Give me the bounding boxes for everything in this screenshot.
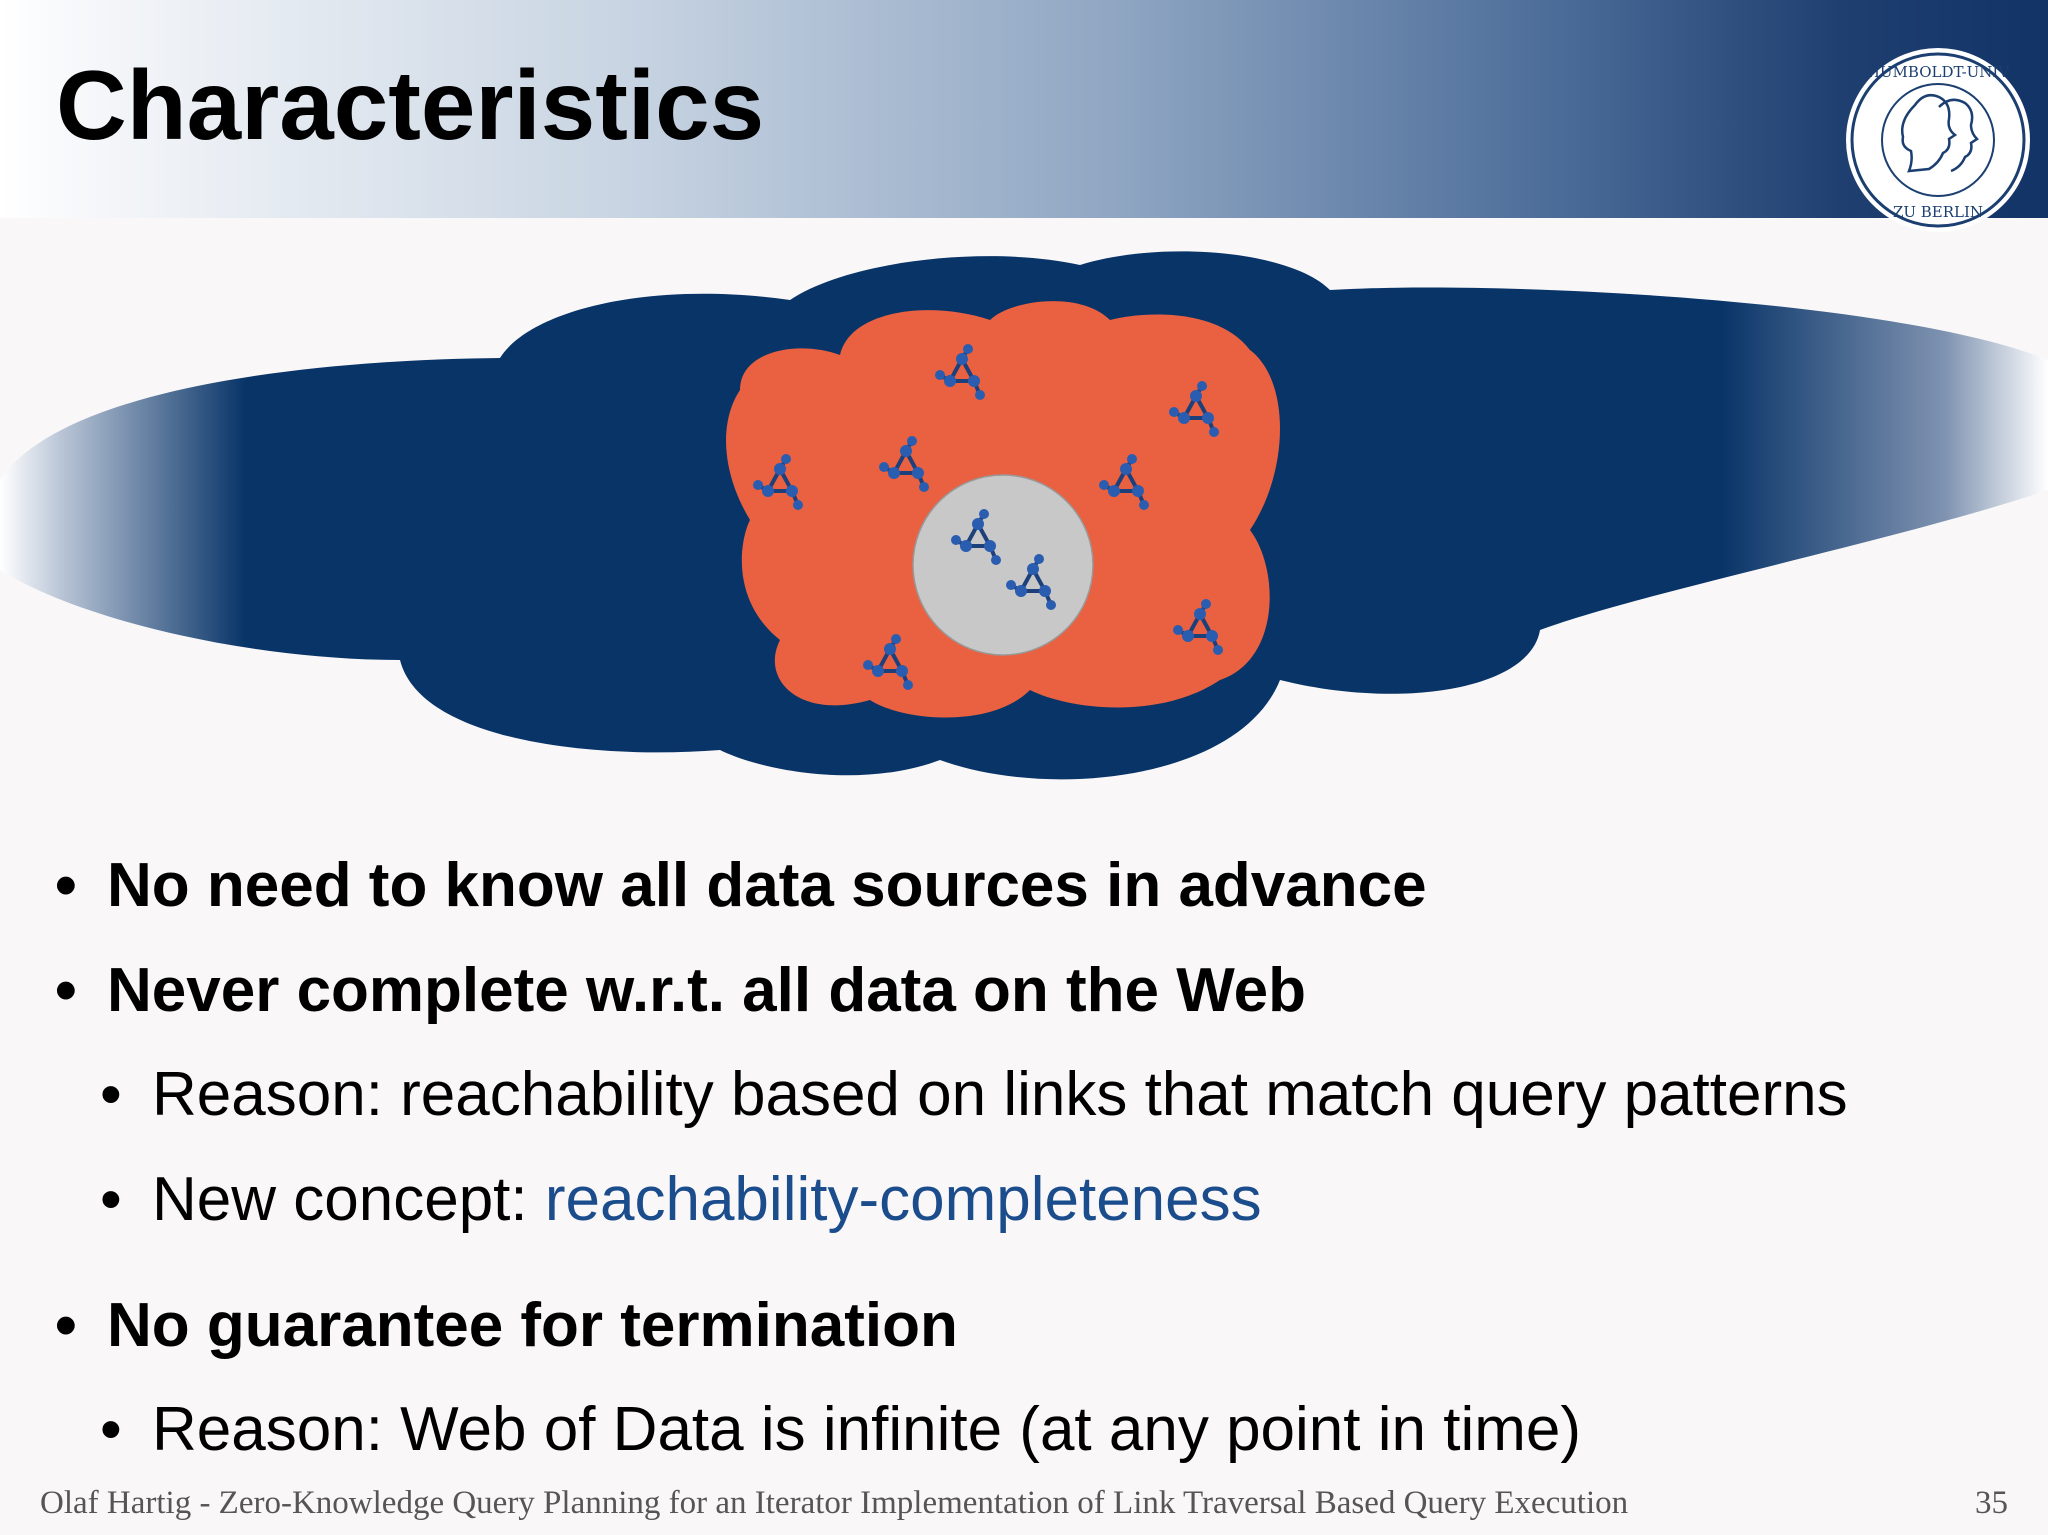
web-of-data-diagram [0,251,2048,780]
bullet-item: •No need to know all data sources in adv… [55,851,1427,920]
bullet-item: •Never complete w.r.t. all data on the W… [55,956,1306,1025]
seed-core [912,474,1094,656]
sub-bullet-item: •New concept: reachability-completeness [100,1165,1262,1234]
highlight-term: reachability-completeness [544,1165,1262,1234]
sub-bullet-item: •Reason: Web of Data is infinite (at any… [100,1395,1581,1464]
title-bar [0,0,2048,218]
page-number: 35 [1975,1485,2008,1521]
footer-text: Olaf Hartig - Zero-Knowledge Query Plann… [40,1485,1629,1521]
sub-bullet-item: •Reason: reachability based on links tha… [100,1060,1848,1129]
university-seal-logo: HUMBOLDT-UNIV ZU BERLIN [1846,48,2030,232]
svg-text:ZU BERLIN: ZU BERLIN [1893,203,1983,221]
svg-text:HUMBOLDT-UNIV: HUMBOLDT-UNIV [1867,63,2010,81]
slide-title: Characteristics [56,50,765,160]
bullet-item: •No guarantee for termination [55,1291,958,1360]
